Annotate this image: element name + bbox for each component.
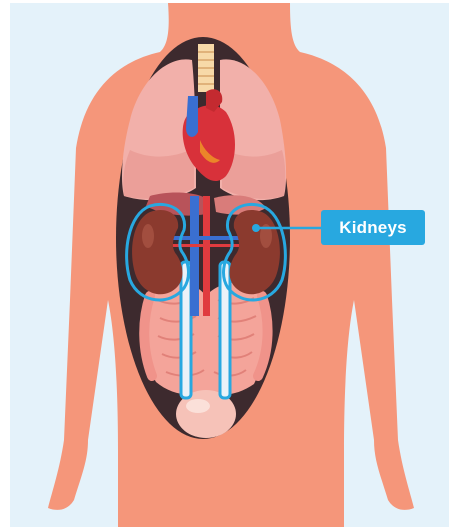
aorta xyxy=(203,196,210,316)
heart-vessel-blue xyxy=(186,96,198,137)
callout-anchor-dot xyxy=(252,224,260,232)
vena-cava xyxy=(190,196,199,316)
kidneys-label: Kidneys xyxy=(321,210,425,245)
bladder-highlight xyxy=(186,399,210,413)
left-kidney-sheen xyxy=(142,224,154,248)
